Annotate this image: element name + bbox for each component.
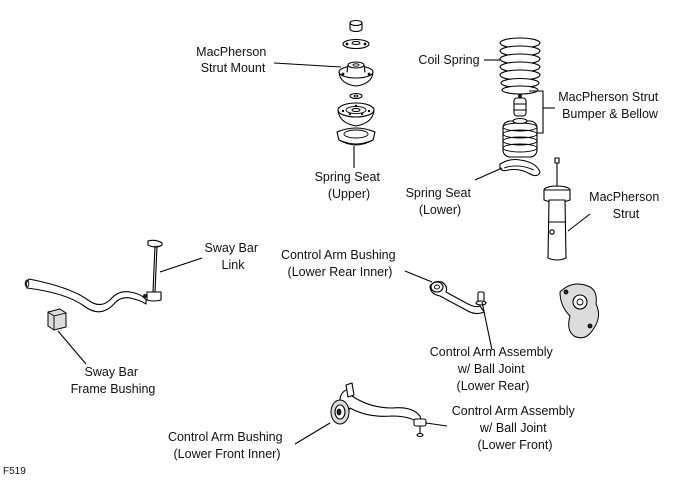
sway-bar-link-part (143, 239, 163, 302)
leader-sway-bar-link (159, 257, 203, 273)
label-ca-bushing-lower-rear-line-1: Control Arm Bushing (281, 248, 396, 262)
label-strut-line-1: MacPherson (589, 190, 659, 204)
label-ca-bushing-lower-front-line-1: Control Arm Bushing (168, 430, 283, 444)
label-spring-seat-upper-line-2: (Upper) (328, 187, 370, 201)
label-ca-bushing-lower-rear: Control Arm Bushing (Lower Rear Inner) (281, 248, 399, 279)
label-ca-assembly-lower-front-line-3: (Lower Front) (477, 438, 552, 452)
label-ca-assembly-lower-front: Control Arm Assembly w/ Ball Joint (Lowe… (452, 404, 578, 452)
spring-seat-lower-part (499, 158, 541, 177)
control-arm-lower-rear-part (429, 280, 485, 315)
strut-mount-stack (336, 19, 376, 146)
label-ca-assembly-lower-rear-line-3: (Lower Rear) (457, 379, 530, 393)
leader-sway-bar-frame-bushing (57, 330, 87, 365)
label-bumper-bellow: MacPherson Strut Bumper & Bellow (558, 90, 662, 121)
strut-bearing-part (337, 102, 375, 127)
label-ca-assembly-lower-front-line-2: w/ Ball Joint (479, 421, 547, 435)
leader-strut-mount (273, 62, 342, 68)
leader-ca-bushing-lower-rear (404, 270, 433, 283)
sway-bar-part (24, 278, 147, 313)
label-ca-bushing-lower-rear-line-2: (Lower Rear Inner) (288, 265, 393, 279)
leader-lines (57, 59, 591, 445)
label-strut-mount-line-2: Strut Mount (201, 61, 266, 75)
label-strut: MacPherson Strut (589, 190, 663, 221)
label-strut-line-2: Strut (613, 207, 640, 221)
label-sway-bar-frame-bushing-line-1: Sway Bar (85, 365, 139, 379)
sway-bar-frame-bushing-part (47, 308, 67, 331)
label-sway-bar-frame-bushing-line-2: Frame Bushing (71, 382, 156, 396)
label-spring-seat-upper: Spring Seat (Upper) (315, 170, 384, 201)
strut-bellow-part (502, 117, 538, 158)
label-ca-bushing-lower-front-line-2: (Lower Front Inner) (174, 447, 281, 461)
label-strut-mount: MacPherson Strut Mount (196, 45, 270, 75)
strut-bumper-part (513, 94, 527, 117)
leader-ca-bushing-lower-front (294, 422, 331, 445)
label-spring-seat-upper-line-1: Spring Seat (315, 170, 381, 184)
coil-spring-part (499, 37, 541, 95)
label-sway-bar-frame-bushing: Sway Bar Frame Bushing (71, 365, 156, 396)
label-bumper-bellow-line-2: Bumper & Bellow (562, 107, 659, 121)
macpherson-strut-part (543, 157, 571, 261)
label-spring-seat-lower-line-1: Spring Seat (406, 186, 472, 200)
leader-spring-seat-lower (474, 167, 503, 181)
ball-joint-lower-rear-part (475, 291, 487, 306)
label-coil-spring-line-1: Coil Spring (418, 53, 479, 67)
label-spring-seat-lower-line-2: (Lower) (419, 203, 461, 217)
leader-bumper-bellow (529, 90, 544, 134)
steering-knuckle-part (559, 283, 600, 339)
leader-ca-assembly-lower-rear (481, 301, 493, 351)
strut-cap-part (349, 19, 363, 33)
label-ca-assembly-lower-rear-line-2: w/ Ball Joint (457, 362, 525, 376)
label-ca-assembly-lower-front-line-1: Control Arm Assembly (452, 404, 576, 418)
strut-washer-part (349, 92, 363, 100)
label-sway-bar-link: Sway Bar Link (205, 241, 262, 272)
label-sway-bar-link-line-2: Link (222, 258, 246, 272)
label-coil-spring: Coil Spring (418, 53, 479, 67)
strut-mount-upper-plate-part (342, 38, 370, 50)
leader-strut (567, 213, 591, 232)
label-bumper-bellow-line-1: MacPherson Strut (558, 90, 659, 104)
label-ca-bushing-lower-front: Control Arm Bushing (Lower Front Inner) (168, 430, 286, 461)
label-strut-mount-line-1: MacPherson (196, 45, 266, 59)
ball-joint-lower-front-part (413, 418, 427, 438)
label-ca-assembly-lower-rear: Control Arm Assembly w/ Ball Joint (Lowe… (430, 345, 556, 393)
label-spring-seat-lower: Spring Seat (Lower) (406, 186, 475, 217)
spring-seat-upper-part (336, 127, 376, 146)
label-sway-bar-link-line-1: Sway Bar (205, 241, 259, 255)
leader-ca-assembly-lower-front (425, 422, 448, 427)
control-arm-lower-front-part (330, 382, 423, 425)
label-ca-assembly-lower-rear-line-1: Control Arm Assembly (430, 345, 554, 359)
strut-mount-part (338, 61, 374, 87)
figure-id: F519 (3, 466, 26, 477)
